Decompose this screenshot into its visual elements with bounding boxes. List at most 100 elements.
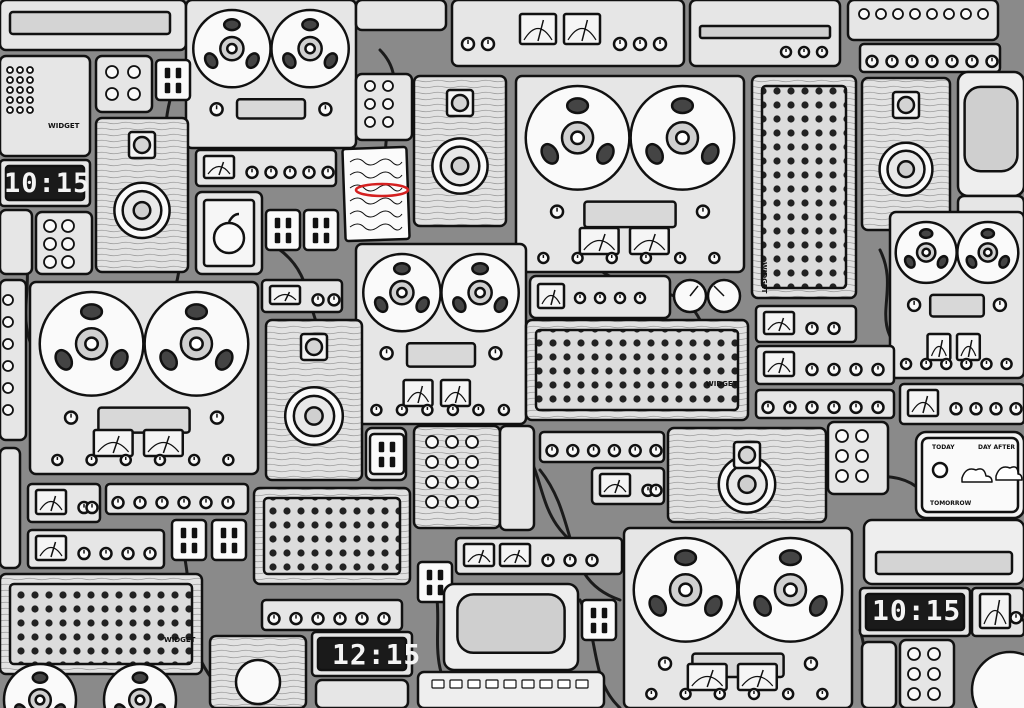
tape-reel-window bbox=[493, 296, 509, 314]
panel-button bbox=[465, 495, 479, 509]
wall-outlet bbox=[368, 432, 406, 476]
outlet-slot bbox=[601, 607, 608, 619]
vu-meter-scale bbox=[39, 546, 63, 557]
tape-reel-window bbox=[392, 262, 411, 276]
speaker-grill-holes bbox=[8, 582, 194, 666]
tape-reel-window bbox=[131, 671, 149, 684]
paper-graph-line bbox=[349, 158, 403, 166]
paper-graph-line bbox=[349, 197, 403, 205]
vu-meter-needle bbox=[218, 161, 225, 176]
woofer-cone bbox=[234, 658, 282, 706]
panel-button bbox=[16, 96, 24, 104]
outlet-slot bbox=[175, 82, 182, 94]
outlet-slot bbox=[312, 232, 319, 244]
tape-reel-window bbox=[965, 254, 978, 269]
panel-button bbox=[61, 255, 75, 269]
vu-meter-needle bbox=[994, 599, 1001, 626]
vu-meter-needle bbox=[778, 317, 785, 332]
outlet-slot bbox=[191, 542, 198, 554]
computer-keyboard bbox=[416, 670, 606, 708]
tape-reel-spindle bbox=[678, 582, 694, 598]
panel-button bbox=[16, 86, 24, 94]
outlet-slot bbox=[285, 232, 292, 244]
vu-meter-scale bbox=[960, 345, 977, 357]
amplifier-unit bbox=[538, 430, 666, 464]
outlet-slot bbox=[180, 542, 187, 554]
vu-meter-needle bbox=[478, 549, 485, 564]
outlet-slot bbox=[590, 622, 597, 634]
wall-outlet bbox=[264, 208, 302, 252]
wall-outlet bbox=[302, 208, 340, 252]
cassette-slot bbox=[8, 10, 172, 36]
vu-meter-scale bbox=[207, 165, 231, 175]
panel-button bbox=[875, 8, 887, 20]
tape-reel-window bbox=[936, 254, 949, 269]
tape-reel-spindle bbox=[226, 42, 238, 55]
vu-meter-scale bbox=[767, 362, 791, 373]
paper-printout bbox=[341, 145, 411, 243]
keyboard-key bbox=[521, 679, 535, 689]
outlet-slot bbox=[164, 82, 171, 94]
woofer-dustcap bbox=[737, 474, 757, 495]
outlet-slot bbox=[601, 622, 608, 634]
panel-button bbox=[445, 475, 459, 489]
paper-graph-line bbox=[349, 210, 403, 218]
vu-meter-needle bbox=[417, 385, 424, 404]
rain-cloud-icon bbox=[995, 466, 1023, 481]
tape-reel-window bbox=[373, 296, 389, 314]
edge-panel-left-2 bbox=[0, 446, 22, 570]
tape-reel-window bbox=[245, 52, 260, 70]
panel-button bbox=[105, 65, 119, 79]
outlet-slot bbox=[378, 456, 385, 468]
outlet-slot bbox=[323, 217, 330, 229]
tape-reel-window bbox=[673, 549, 698, 567]
panel-button bbox=[927, 647, 941, 661]
tape-reel-window bbox=[753, 594, 773, 617]
panel-button bbox=[2, 404, 14, 416]
tape-reel-window bbox=[184, 303, 209, 321]
tape-reel-window bbox=[980, 228, 996, 240]
outlet-slot bbox=[231, 527, 238, 539]
vu-meter-scale bbox=[983, 609, 1007, 625]
wall-outlet bbox=[154, 58, 192, 102]
vu-meter-scale bbox=[633, 239, 666, 251]
woofer-dustcap bbox=[896, 160, 916, 179]
panel-button bbox=[855, 469, 869, 483]
keyboard-key bbox=[503, 679, 517, 689]
panel-button bbox=[127, 87, 141, 101]
vu-meter-scale bbox=[583, 239, 616, 251]
side-jack-panel bbox=[0, 208, 34, 276]
tape-reel-window bbox=[645, 142, 665, 165]
tape-reel-window bbox=[595, 142, 615, 165]
vu-meter-scale bbox=[147, 441, 180, 453]
vu-meter-needle bbox=[938, 339, 944, 358]
small-unit-top bbox=[354, 0, 448, 32]
tape-reel-spindle bbox=[570, 130, 586, 146]
sun-icon bbox=[931, 461, 949, 479]
panel-button bbox=[6, 76, 14, 84]
outlet-slot bbox=[437, 569, 444, 581]
panel-button bbox=[61, 237, 75, 251]
panel-button bbox=[43, 237, 57, 251]
vu-meter-scale bbox=[273, 293, 297, 301]
keyboard-key bbox=[557, 679, 571, 689]
panel-button bbox=[382, 98, 394, 110]
tape-reel-window bbox=[565, 97, 590, 115]
panel-button bbox=[927, 687, 941, 701]
tape-reel-window bbox=[109, 348, 129, 371]
panel-button bbox=[26, 66, 34, 74]
outlet-slot bbox=[175, 67, 182, 79]
vu-meter-scale bbox=[467, 553, 491, 563]
outlet-slot bbox=[274, 232, 281, 244]
panel-button bbox=[909, 8, 921, 20]
small-jack-panel bbox=[860, 640, 898, 708]
panel-button bbox=[445, 435, 459, 449]
digital-clock-screen bbox=[316, 636, 408, 672]
digital-clock-screen bbox=[864, 592, 966, 632]
vu-meter-scale bbox=[39, 500, 63, 511]
tape-reel-window bbox=[282, 52, 297, 70]
outlet-slot bbox=[180, 527, 187, 539]
panel-button bbox=[835, 449, 849, 463]
panel-button bbox=[425, 495, 439, 509]
